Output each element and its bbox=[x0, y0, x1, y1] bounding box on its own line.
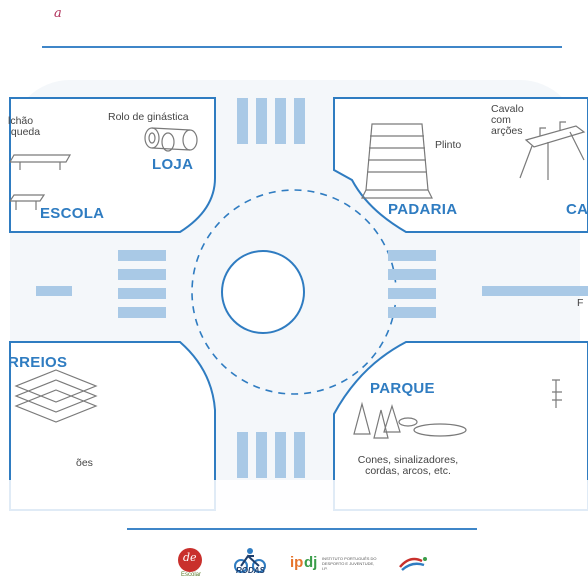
label-parque: PARQUE bbox=[370, 380, 435, 397]
label-padaria: PADARIA bbox=[388, 201, 458, 218]
mat-stack-icon bbox=[14, 369, 98, 423]
bottom-rule bbox=[127, 528, 477, 530]
lane-marker-left bbox=[36, 286, 72, 296]
cones-icon bbox=[353, 401, 467, 439]
pommel-horse-icon bbox=[519, 121, 586, 180]
label-edge-ca: CA bbox=[566, 201, 588, 218]
item-bottom-left: ões bbox=[76, 457, 93, 469]
crosswalk-bottom bbox=[237, 432, 305, 478]
gym-roll-icon bbox=[144, 127, 198, 152]
item-cavalo: Cavalo com arções bbox=[491, 103, 524, 137]
page-mark: a bbox=[54, 6, 62, 21]
item-colchao: lchão queda bbox=[8, 115, 41, 138]
lane-marker-right bbox=[482, 286, 588, 296]
equipment-edge-icon bbox=[552, 379, 562, 408]
cyclist-logo bbox=[398, 553, 430, 575]
item-plinto: Plinto bbox=[435, 139, 462, 151]
item-rolo: Rolo de ginástica bbox=[108, 111, 189, 123]
item-right-edge: F bbox=[577, 297, 584, 309]
crosswalk-top bbox=[237, 98, 305, 144]
roundabout-island bbox=[221, 250, 305, 334]
label-correios: RREIOS bbox=[8, 354, 68, 371]
plinth-icon bbox=[361, 123, 433, 199]
de-escolar-caption: Escolar bbox=[181, 572, 202, 578]
block-top-left bbox=[9, 97, 216, 233]
block-bottom-left bbox=[9, 341, 216, 511]
item-cones: Cones, sinalizadores, cordas, arcos, etc… bbox=[357, 454, 459, 477]
crosswalk-right bbox=[388, 250, 436, 318]
label-escola: ESCOLA bbox=[40, 205, 105, 222]
label-loja: LOJA bbox=[152, 156, 194, 173]
bench-icon bbox=[8, 154, 72, 210]
rodas-logo: RODAS bbox=[232, 546, 268, 576]
de-escolar-logo: de bbox=[178, 548, 202, 572]
top-rule bbox=[42, 46, 562, 48]
crosswalk-left bbox=[118, 250, 166, 318]
roundabout-diagram bbox=[0, 80, 588, 520]
